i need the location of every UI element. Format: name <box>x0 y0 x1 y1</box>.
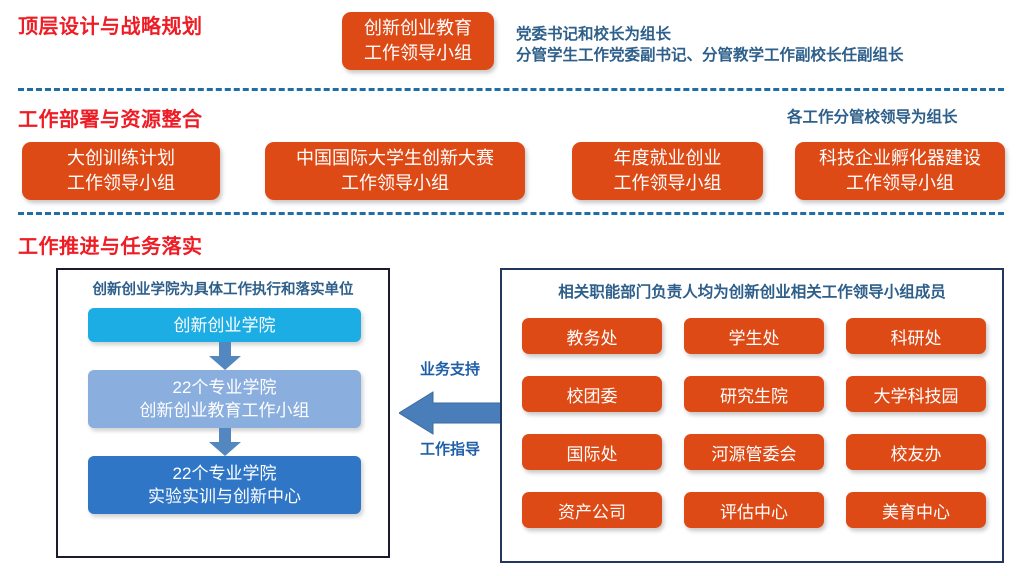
execution-unit-caption: 创新创业学院为具体工作执行和落实单位 <box>92 282 354 298</box>
dept-academic-affairs[interactable]: 教务处 <box>522 318 662 354</box>
left-arrow-icon <box>399 390 501 436</box>
section-title-work-deployment: 工作部署与资源整合 <box>18 109 203 131</box>
departments-panel: 相关职能部门负责人均为创新创业相关工作领导小组成员 教务处 学生处 科研处 校团… <box>500 268 1004 563</box>
down-arrow-icon-1 <box>207 342 243 370</box>
box-innovation-training-plan[interactable]: 大创训练计划工作领导小组 <box>22 142 220 200</box>
dept-research-office[interactable]: 科研处 <box>846 318 986 354</box>
connector-label-business-support: 业务支持 <box>419 361 480 378</box>
dept-graduate-school[interactable]: 研究生院 <box>684 376 824 412</box>
section-title-top-design: 顶层设计与战略规划 <box>18 16 203 38</box>
dept-heyuan-committee[interactable]: 河源管委会 <box>684 434 824 470</box>
note-top-leaders-line2: 分管学生工作党委副书记、分管教学工作副校长任副组长 <box>516 47 904 64</box>
divider-1 <box>18 88 1004 91</box>
dept-international[interactable]: 国际处 <box>522 434 662 470</box>
down-arrow-icon-2 <box>207 428 243 456</box>
note-middle-leaders: 各工作分管校领导为组长 <box>787 109 958 126</box>
dept-alumni-office[interactable]: 校友办 <box>846 434 986 470</box>
note-top-leaders-line1: 党委书记和校长为组长 <box>516 26 672 43</box>
connector-label-work-guidance: 工作指导 <box>419 441 480 458</box>
node-innovation-college[interactable]: 创新创业学院 <box>88 308 361 342</box>
dept-evaluation-center[interactable]: 评估中心 <box>684 492 824 528</box>
node-lab-training-centers[interactable]: 22个专业学院实验实训与创新中心 <box>88 456 361 514</box>
dept-asset-company[interactable]: 资产公司 <box>522 492 662 528</box>
departments-grid: 教务处 学生处 科研处 校团委 研究生院 大学科技园 国际处 河源管委会 校友办… <box>522 318 986 528</box>
departments-caption: 相关职能部门负责人均为创新创业相关工作领导小组成员 <box>558 284 946 301</box>
dept-student-affairs[interactable]: 学生处 <box>684 318 824 354</box>
dept-aesthetic-center[interactable]: 美育中心 <box>846 492 986 528</box>
dept-science-park[interactable]: 大学科技园 <box>846 376 986 412</box>
node-college-work-groups[interactable]: 22个专业学院创新创业教育工作小组 <box>88 370 361 428</box>
dept-youth-league[interactable]: 校团委 <box>522 376 662 412</box>
box-annual-employment[interactable]: 年度就业创业工作领导小组 <box>572 142 763 200</box>
section-title-implementation: 工作推进与任务落实 <box>18 236 203 258</box>
execution-unit-panel: 创新创业学院为具体工作执行和落实单位 创新创业学院 22个专业学院创新创业教育工… <box>56 268 390 558</box>
divider-2 <box>18 212 1004 215</box>
box-leadership-group[interactable]: 创新创业教育工作领导小组 <box>342 12 494 70</box>
box-national-innovation-competition[interactable]: 中国国际大学生创新大赛工作领导小组 <box>265 142 525 200</box>
box-tech-incubator[interactable]: 科技企业孵化器建设工作领导小组 <box>795 142 1005 200</box>
